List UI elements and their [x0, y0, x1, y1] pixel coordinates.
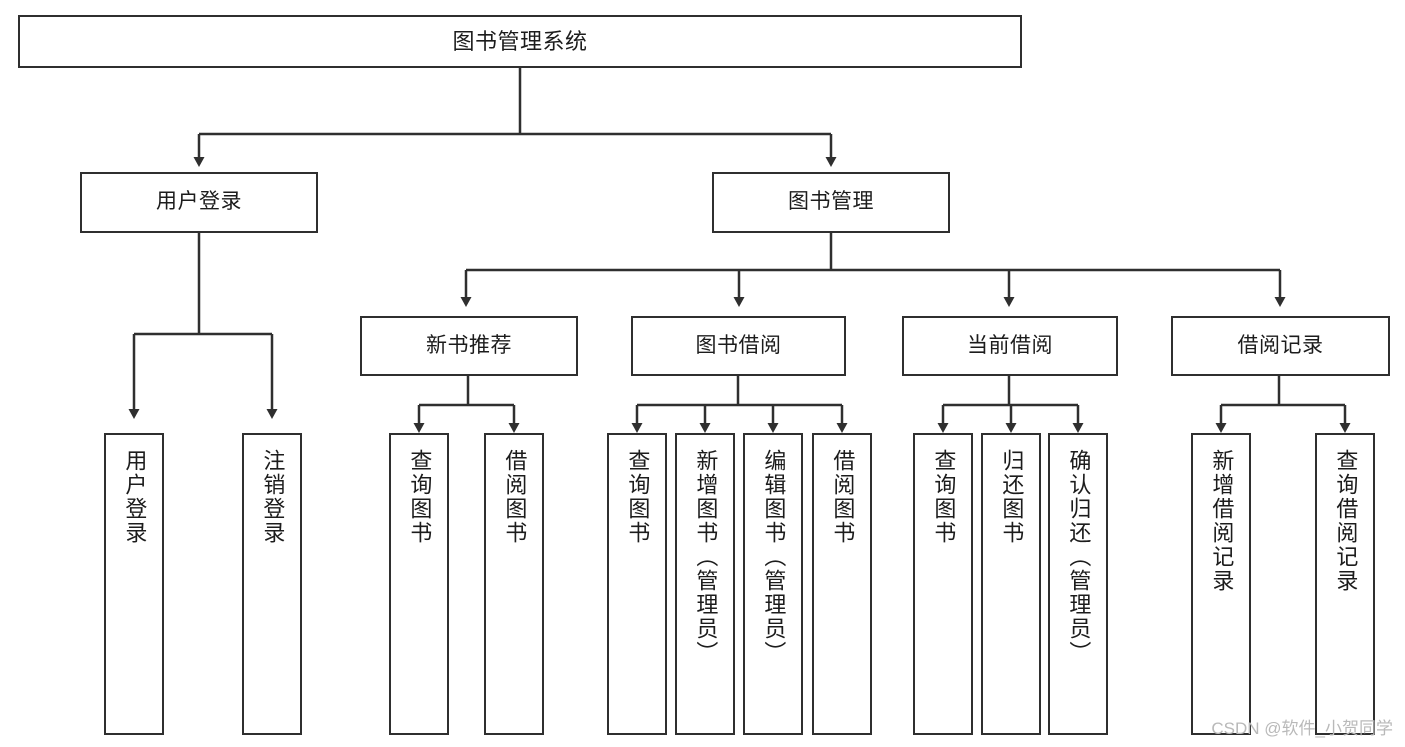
leaf-label: 查询图书	[625, 449, 651, 545]
leaf-borrow-book-recommend[interactable]: 借阅图书	[484, 433, 544, 735]
node-label: 借阅记录	[1237, 333, 1324, 357]
leaf-borrow-book[interactable]: 借阅图书	[812, 433, 872, 735]
leaf-confirm-return-admin[interactable]: 确认归还（管理员）	[1048, 433, 1108, 735]
leaf-label: 注销登录	[260, 449, 286, 545]
node-label: 新书推荐	[426, 333, 512, 357]
leaf-user-logout[interactable]: 注销登录	[242, 433, 302, 735]
leaf-label: 查询图书	[931, 449, 957, 545]
node-borrow-record[interactable]: 借阅记录	[1171, 316, 1390, 376]
leaf-label: 新增借阅记录	[1209, 449, 1235, 593]
node-label: 图书借阅	[695, 333, 782, 357]
leaf-label: 新增图书（管理员）	[693, 449, 719, 665]
node-label: 图书管理	[788, 190, 874, 214]
node-user-login[interactable]: 用户登录	[80, 172, 318, 233]
node-label: 当前借阅	[967, 333, 1053, 357]
leaf-query-book-current[interactable]: 查询图书	[913, 433, 973, 735]
leaf-user-login[interactable]: 用户登录	[104, 433, 164, 735]
leaf-return-book[interactable]: 归还图书	[981, 433, 1041, 735]
node-new-book-recommend[interactable]: 新书推荐	[360, 316, 578, 376]
csdn-watermark: CSDN @软件_小贺同学	[1211, 719, 1393, 738]
leaf-label: 借阅图书	[502, 449, 528, 545]
leaf-label: 编辑图书（管理员）	[761, 449, 787, 665]
node-root-book-management-system[interactable]: 图书管理系统	[18, 15, 1022, 68]
node-book-management[interactable]: 图书管理	[712, 172, 950, 233]
leaf-label: 借阅图书	[830, 449, 856, 545]
leaf-label: 查询图书	[407, 449, 433, 545]
leaf-query-borrow-record[interactable]: 查询借阅记录	[1315, 433, 1375, 735]
leaf-query-book-recommend[interactable]: 查询图书	[389, 433, 449, 735]
leaf-add-borrow-record[interactable]: 新增借阅记录	[1191, 433, 1251, 735]
leaf-edit-book-admin[interactable]: 编辑图书（管理员）	[743, 433, 803, 735]
node-current-borrow[interactable]: 当前借阅	[902, 316, 1118, 376]
node-book-borrow[interactable]: 图书借阅	[631, 316, 846, 376]
leaf-label: 查询借阅记录	[1333, 449, 1359, 593]
leaf-label: 用户登录	[122, 449, 148, 545]
node-label: 用户登录	[156, 190, 242, 214]
node-label: 图书管理系统	[452, 28, 588, 54]
leaf-label: 确认归还（管理员）	[1066, 449, 1092, 665]
leaf-add-book-admin[interactable]: 新增图书（管理员）	[675, 433, 735, 735]
leaf-label: 归还图书	[999, 449, 1025, 545]
leaf-query-book-borrow[interactable]: 查询图书	[607, 433, 667, 735]
